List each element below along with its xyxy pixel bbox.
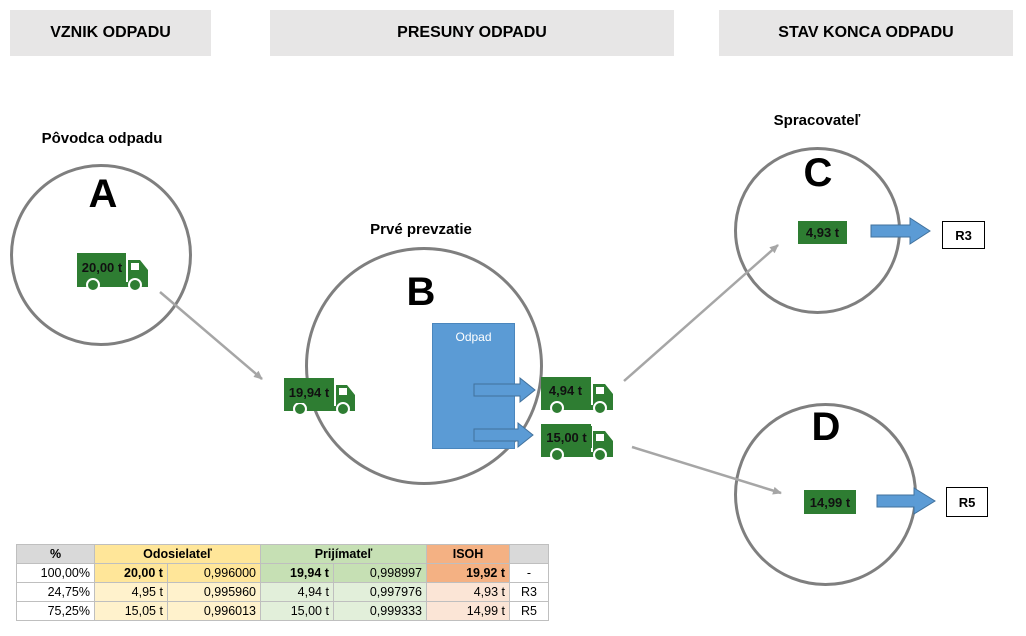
odpad-label: Odpad	[455, 330, 492, 344]
arrow-right-icon-c	[870, 217, 931, 245]
cell-code: -	[509, 563, 549, 583]
cell-code: R5	[509, 601, 549, 621]
cell-isoh: 19,92 t	[426, 563, 510, 583]
cell-percent: 100,00%	[16, 563, 95, 583]
table-row: 75,25% 15,05 t 0,996013 15,00 t 0,999333…	[16, 601, 549, 621]
cell-odos-t: 15,05 t	[94, 601, 168, 621]
cell-prij-coef: 0,999333	[332, 601, 428, 621]
connector-b-d	[631, 445, 782, 495]
truck-label-b-out-2: 15,00 t	[541, 426, 592, 448]
amount-label-c: 4,93 t	[798, 221, 847, 244]
truck-label-b-in: 19,94 t	[284, 381, 334, 403]
header-odosielatel: Odosielateľ	[94, 544, 261, 564]
truck-label-b-out-1: 4,94 t	[542, 379, 589, 401]
title-b: Prvé prevzatie	[370, 221, 472, 238]
table-header-row: % Odosielateľ Prijímateľ ISOH	[16, 544, 549, 564]
table-row: 24,75% 4,95 t 0,995960 4,94 t 0,997976 4…	[16, 582, 549, 602]
title-c: Spracovateľ	[773, 112, 861, 129]
cell-odos-coef: 0,996000	[166, 563, 262, 583]
cell-code: R3	[509, 582, 549, 602]
letter-b: B	[406, 270, 436, 314]
letter-a: A	[88, 172, 118, 216]
table-row: 100,00% 20,00 t 0,996000 19,94 t 0,99899…	[16, 563, 549, 583]
cell-odos-t: 20,00 t	[94, 563, 168, 583]
cell-isoh: 14,99 t	[426, 601, 510, 621]
header-presuny: PRESUNY ODPADU	[270, 10, 674, 56]
cell-percent: 24,75%	[16, 582, 95, 602]
circle-a	[10, 164, 192, 346]
header-percent: %	[16, 544, 95, 564]
header-stav: STAV KONCA ODPADU	[719, 10, 1013, 56]
arrow-right-icon-d	[876, 487, 936, 515]
cell-odos-coef: 0,995960	[166, 582, 262, 602]
connector-a-b	[159, 291, 263, 380]
amount-label-d: 14,99 t	[804, 490, 856, 514]
cell-odos-coef: 0,996013	[166, 601, 262, 621]
truck-label-a: 20,00 t	[78, 256, 126, 278]
title-a: Pôvodca odpadu	[41, 130, 163, 147]
letter-c: C	[803, 151, 833, 195]
cell-prij-coef: 0,998997	[332, 563, 428, 583]
connector-b-c	[623, 244, 779, 382]
code-box-r3: R3	[942, 221, 985, 249]
summary-table: % Odosielateľ Prijímateľ ISOH 100,00% 20…	[16, 544, 549, 621]
cell-percent: 75,25%	[16, 601, 95, 621]
arrow-right-icon-out-2	[473, 421, 534, 449]
circle-b	[305, 247, 543, 485]
cell-prij-t: 4,94 t	[260, 582, 334, 602]
header-isoh: ISOH	[426, 544, 510, 564]
cell-prij-t: 19,94 t	[260, 563, 334, 583]
header-prijimatel: Prijímateľ	[260, 544, 427, 564]
cell-isoh: 4,93 t	[426, 582, 510, 602]
cell-odos-t: 4,95 t	[94, 582, 168, 602]
code-box-r5: R5	[946, 487, 988, 517]
arrow-right-icon-out-1	[473, 376, 536, 404]
header-blank	[509, 544, 549, 564]
header-vznik: VZNIK ODPADU	[10, 10, 211, 56]
cell-prij-t: 15,00 t	[260, 601, 334, 621]
cell-prij-coef: 0,997976	[332, 582, 428, 602]
letter-d: D	[811, 405, 841, 449]
